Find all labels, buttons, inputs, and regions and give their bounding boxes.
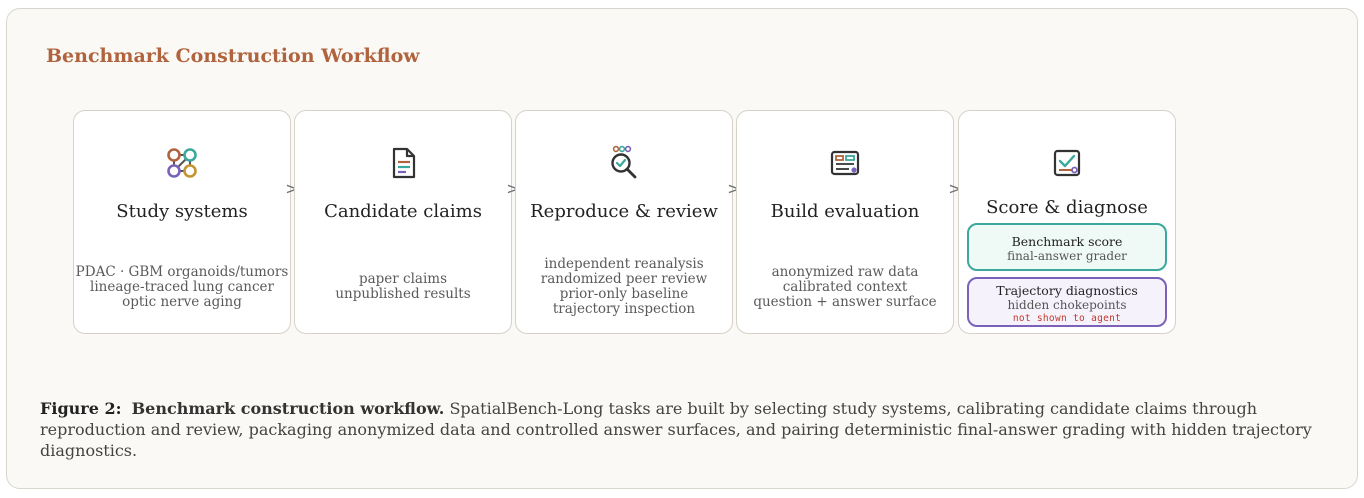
step-title: Score & diagnose: [986, 197, 1148, 218]
score-box-subtitle: final-answer grader: [1007, 249, 1127, 263]
document-icon: [295, 145, 511, 181]
detail-line: randomized peer review: [540, 271, 708, 287]
trajectory-box-subtitle: hidden chokepoints: [1007, 298, 1127, 312]
detail-line: trajectory inspection: [552, 301, 696, 317]
step-card-build-evaluation: Build evaluation anonymized raw data cal…: [736, 110, 954, 334]
step-title: Study systems: [116, 201, 248, 222]
trajectory-diagnostics-box: Trajectory diagnostics hidden chokepoint…: [967, 277, 1167, 327]
connected-nodes-icon: [74, 145, 290, 181]
caption-label: Figure 2:: [40, 399, 122, 418]
step-details: anonymized raw data calibrated context q…: [737, 239, 953, 335]
trajectory-box-note: not shown to agent: [1012, 313, 1122, 324]
checkbox-icon: [959, 145, 1175, 181]
trajectory-box-title: Trajectory diagnostics: [996, 283, 1138, 298]
score-box-title: Benchmark score: [1011, 234, 1123, 249]
step-title: Reproduce & review: [530, 201, 718, 222]
step-details: paper claims unpublished results: [295, 239, 511, 335]
step-card-score-diagnose: Score & diagnose Benchmark score final-a…: [958, 110, 1176, 334]
step-details: independent reanalysis randomized peer r…: [516, 239, 732, 335]
detail-line: anonymized raw data: [771, 263, 919, 280]
figure-heading: Benchmark Construction Workflow: [46, 45, 420, 67]
detail-line: lineage-traced lung cancer: [90, 278, 274, 295]
form-window-icon: [737, 145, 953, 181]
step-details: PDAC · GBM organoids/tumors lineage-trac…: [74, 239, 290, 335]
figure-caption: Figure 2: Benchmark construction workflo…: [40, 398, 1330, 461]
magnifier-check-icon: [516, 145, 732, 181]
detail-line: optic nerve aging: [122, 293, 242, 310]
step-card-reproduce-review: Reproduce & review independent reanalysi…: [515, 110, 733, 334]
step-title: Candidate claims: [324, 201, 482, 222]
detail-line: prior-only baseline: [559, 286, 689, 302]
step-title: Build evaluation: [770, 201, 920, 222]
detail-line: question + answer surface: [753, 293, 937, 310]
detail-line: independent reanalysis: [544, 256, 704, 272]
step-card-candidate-claims: Candidate claims paper claims unpublishe…: [294, 110, 512, 334]
detail-line: paper claims: [358, 271, 448, 287]
detail-line: unpublished results: [335, 286, 471, 302]
benchmark-score-box: Benchmark score final-answer grader: [967, 223, 1167, 271]
detail-line: calibrated context: [782, 278, 908, 295]
caption-text: SpatialBench-Long tasks are built by sel…: [40, 399, 1312, 460]
detail-line: PDAC · GBM organoids/tumors: [75, 263, 289, 280]
caption-title: Benchmark construction workflow.: [131, 399, 445, 418]
step-card-study-systems: Study systems PDAC · GBM organoids/tumor…: [73, 110, 291, 334]
